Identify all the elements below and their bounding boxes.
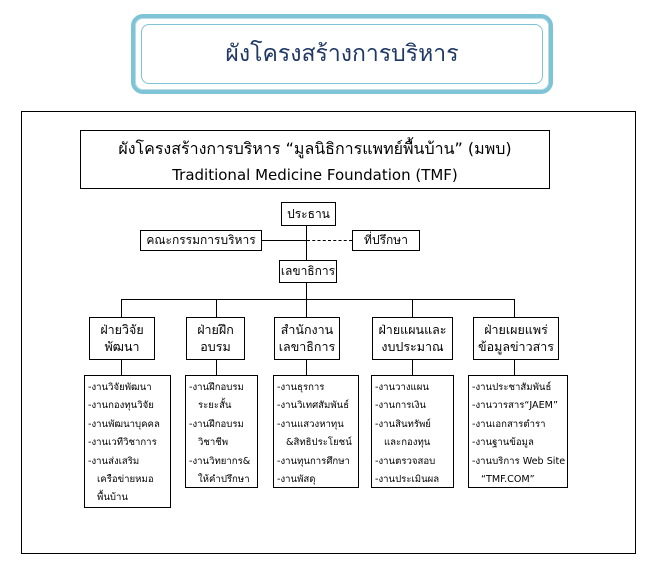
connector-dept-5 <box>514 299 515 317</box>
node-president: ประธาน <box>281 202 336 226</box>
task-item: -งานสินทรัพย์ <box>375 418 431 430</box>
connector-list-3 <box>306 360 307 375</box>
connector-list-1 <box>121 360 122 375</box>
connector-board <box>262 240 306 241</box>
connector-advisor-dashed <box>307 240 352 241</box>
dept-name-line: ข้อมูลข่าวสาร <box>478 338 554 354</box>
diagram-title-thai: ผังโครงสร้างการบริหาร “มูลนิธิการแพทย์พื… <box>118 139 512 158</box>
diagram-title-box: ผังโครงสร้างการบริหาร “มูลนิธิการแพทย์พื… <box>80 130 550 189</box>
task-item: -งานฐานข้อมูล <box>472 437 534 449</box>
connector-department-bus <box>121 299 514 300</box>
task-item: -งานวางแผน <box>375 382 429 393</box>
connector-secretary-down <box>306 283 307 299</box>
connector-dept-3 <box>306 299 307 317</box>
task-list-information-publication: -งานประชาสัมพันธ์ -งานวารสาร“JAEM” -งานเอก… <box>468 375 568 488</box>
task-item: -งานกองทุนวิจัย <box>88 400 154 412</box>
task-item: และกองทุน <box>384 437 431 449</box>
task-list-planning-budget: -งานวางแผน -งานการเงิน -งานสินทรัพย์และกอง… <box>371 375 454 488</box>
task-item: -งานฝึกอบรม <box>189 382 244 393</box>
dept-name-line: ฝ่ายแผนและ <box>378 321 447 337</box>
task-item: ระยะสั้น <box>198 400 232 412</box>
node-executive-board: คณะกรรมการบริหาร <box>140 230 262 251</box>
task-item: -งานธุรการ <box>277 382 325 393</box>
task-item: “TMF.COM” <box>481 474 535 486</box>
node-secretary-general: เลขาธิการ <box>279 260 337 283</box>
banner-title: ผังโครงสร้างการบริหาร <box>141 24 543 84</box>
dept-name-line: อบรม <box>200 338 231 354</box>
task-item: -งานประเมินผล <box>375 474 440 486</box>
task-item: -งานการเงิน <box>375 400 426 412</box>
diagram-frame <box>21 111 636 554</box>
connector-list-5 <box>514 360 515 375</box>
connector-list-2 <box>216 360 217 375</box>
dept-secretariat-office: สำนักงาน เลขาธิการ <box>274 317 340 360</box>
task-list-training: -งานฝึกอบรมระยะสั้น-งานฝึกอบรมวิชาชีพ-งา… <box>185 375 258 488</box>
dept-name-line: พัฒนา <box>104 338 140 354</box>
task-item: -งานเอกสารตำรา <box>472 418 546 430</box>
dept-name-line: สำนักงาน <box>280 321 334 337</box>
node-advisor: ที่ปรึกษา <box>352 230 420 251</box>
task-item: &สิทธิประโยชน์ <box>286 437 352 449</box>
dept-information-publication: ฝ่ายเผยแพร่ ข้อมูลข่าวสาร <box>473 317 559 360</box>
banner: ผังโครงสร้างการบริหาร <box>131 14 553 94</box>
task-item: -งานวารสาร“JAEM” <box>472 400 558 412</box>
connector-dept-2 <box>216 299 217 317</box>
task-item: -งานแสวงหาทุน <box>277 418 344 430</box>
task-item: -งานวิจัยพัฒนา <box>88 382 152 393</box>
task-item: -งานตรวจสอบ <box>375 455 436 467</box>
task-item: -งานพัสดุ <box>277 474 316 486</box>
task-item: -งานประชาสัมพันธ์ <box>472 382 552 393</box>
dept-training: ฝ่ายฝึก อบรม <box>186 317 245 360</box>
dept-name-line: งบประมาณ <box>381 338 444 354</box>
connector-dept-1 <box>121 299 122 317</box>
task-item: -งานส่งเสริม <box>88 455 140 467</box>
dept-name-line: ฝ่ายวิจัย <box>100 321 144 337</box>
task-item: -งานวิเทศสัมพันธ์ <box>277 400 350 412</box>
dept-name-line: เลขาธิการ <box>278 338 336 354</box>
diagram-title-english: Traditional Medicine Foundation (TMF) <box>172 166 458 184</box>
task-item: เครือข่ายหมอ <box>97 474 154 486</box>
dept-research-development: ฝ่ายวิจัย พัฒนา <box>89 317 155 360</box>
task-item: -งานวิทยากร& <box>189 455 251 467</box>
task-item: -งานฝึกอบรม <box>189 418 244 430</box>
connector-president-down <box>306 226 307 260</box>
task-item: -งานบริการ Web Site <box>472 455 566 467</box>
task-item: พื้นบ้าน <box>97 492 128 504</box>
connector-list-4 <box>412 360 413 375</box>
task-item: ให้คำปรึกษา <box>198 474 250 486</box>
task-item: -งานพัฒนาบุคคล <box>88 418 160 430</box>
dept-planning-budget: ฝ่ายแผนและ งบประมาณ <box>372 317 453 360</box>
task-item: -งานทุนการศึกษา <box>277 455 350 467</box>
task-item: -งานเวทีวิชาการ <box>88 437 157 449</box>
connector-dept-4 <box>412 299 413 317</box>
dept-name-line: ฝ่ายเผยแพร่ <box>484 321 548 337</box>
task-list-research-development: -งานวิจัยพัฒนา -งานกองทุนวิจัย -งานพัฒนาบุ… <box>84 375 171 508</box>
task-item: วิชาชีพ <box>198 437 229 449</box>
dept-name-line: ฝ่ายฝึก <box>197 321 234 337</box>
task-list-secretariat-office: -งานธุรการ -งานวิเทศสัมพันธ์ -งานแสวงหาทุน… <box>273 375 359 488</box>
